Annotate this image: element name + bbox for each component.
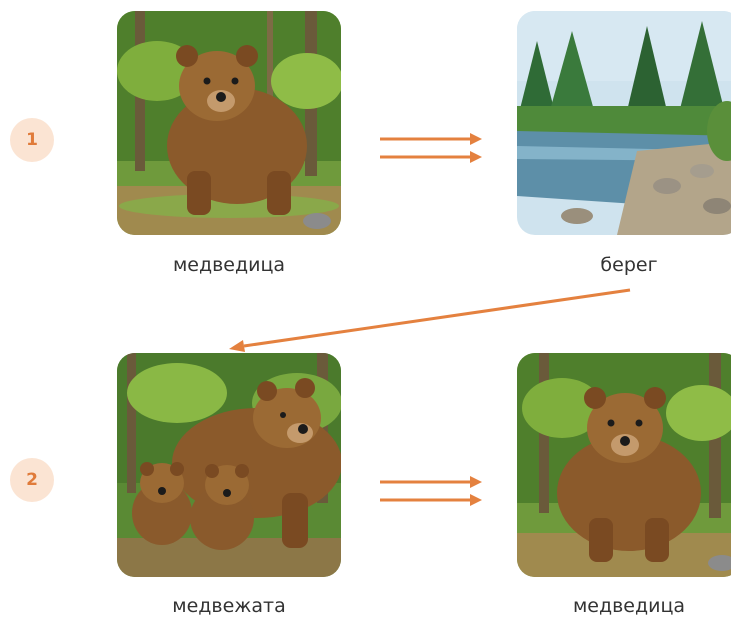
bear-with-cubs-image <box>117 353 341 577</box>
step-1-to-label: берег <box>600 254 658 276</box>
step-1-number: 1 <box>26 130 38 150</box>
bear-cubs-illustration <box>117 353 341 577</box>
step-2-number: 2 <box>26 470 38 490</box>
bear-forest-image <box>117 11 341 235</box>
step-2-from-label: медвежата <box>172 595 286 617</box>
bear-illustration-2 <box>517 353 731 577</box>
river-bank-image <box>517 11 731 235</box>
step-2-to-label: медведица <box>572 595 686 617</box>
bear-illustration <box>117 11 341 235</box>
river-illustration <box>517 11 731 235</box>
step-1-from-label: медведица <box>172 254 286 276</box>
bear-forest-image-2 <box>517 353 731 577</box>
step-1-badge: 1 <box>10 118 54 162</box>
step-2-badge: 2 <box>10 458 54 502</box>
